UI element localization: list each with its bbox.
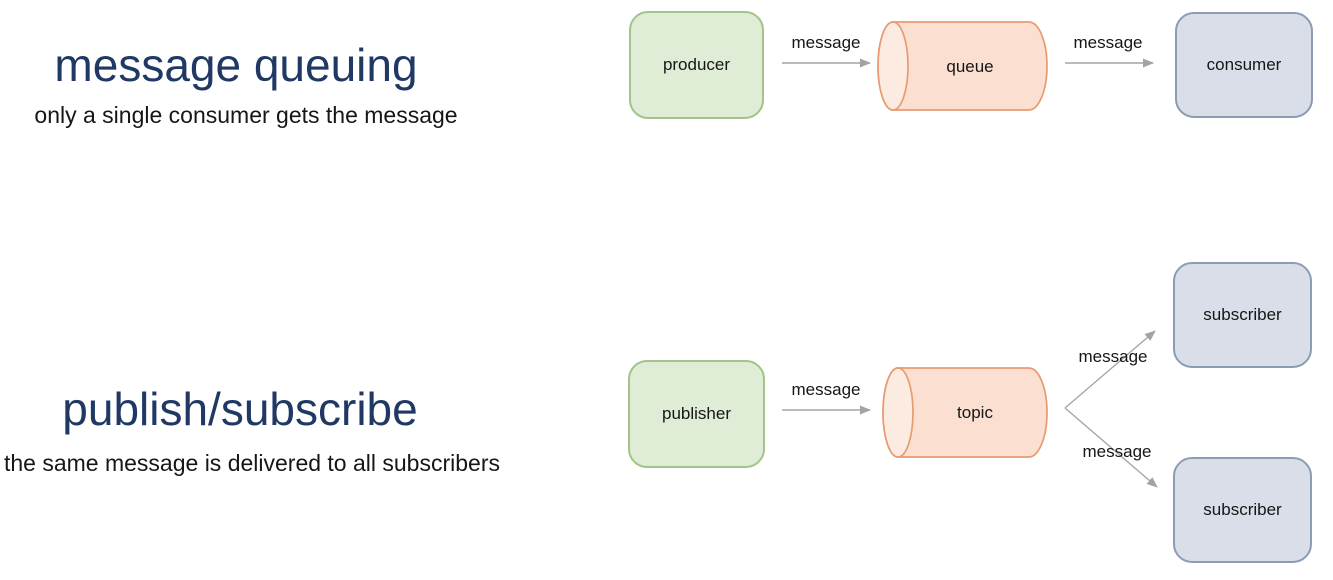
publish-subscribe-title: publish/subscribe <box>62 383 418 435</box>
message-queuing-title: message queuing <box>54 39 418 91</box>
message-label-bottom-3: message <box>1082 442 1152 461</box>
publisher-node: publisher <box>628 360 765 468</box>
producer-node: producer <box>629 11 764 119</box>
arrow-topic-to-subscriber1-icon <box>1064 330 1156 409</box>
consumer-node: consumer <box>1175 12 1313 118</box>
message-label-top-2: message <box>1073 33 1143 52</box>
subscriber-node-2: subscriber <box>1173 457 1312 563</box>
consumer-label: consumer <box>1206 55 1282 74</box>
message-label-bottom-1: message <box>791 380 861 399</box>
topic-cylinder-shape <box>882 367 1048 458</box>
publish-subscribe-subtitle: the same message is delivered to all sub… <box>3 450 500 476</box>
topic-label: topic <box>957 403 993 422</box>
subscriber-label-2: subscriber <box>1203 500 1282 519</box>
message-label-top-1: message <box>791 33 861 52</box>
message-label-bottom-2: message <box>1078 347 1148 366</box>
publisher-label: publisher <box>662 404 731 423</box>
subscriber-label-1: subscriber <box>1203 305 1282 324</box>
queue-cylinder-shape <box>877 21 1048 111</box>
queue-label: queue <box>946 57 994 76</box>
producer-label: producer <box>662 55 731 74</box>
arrow-topic-to-subscriber2-icon <box>1064 407 1158 488</box>
subscriber-node-1: subscriber <box>1173 262 1312 368</box>
message-queuing-subtitle: only a single consumer gets the message <box>34 102 458 128</box>
